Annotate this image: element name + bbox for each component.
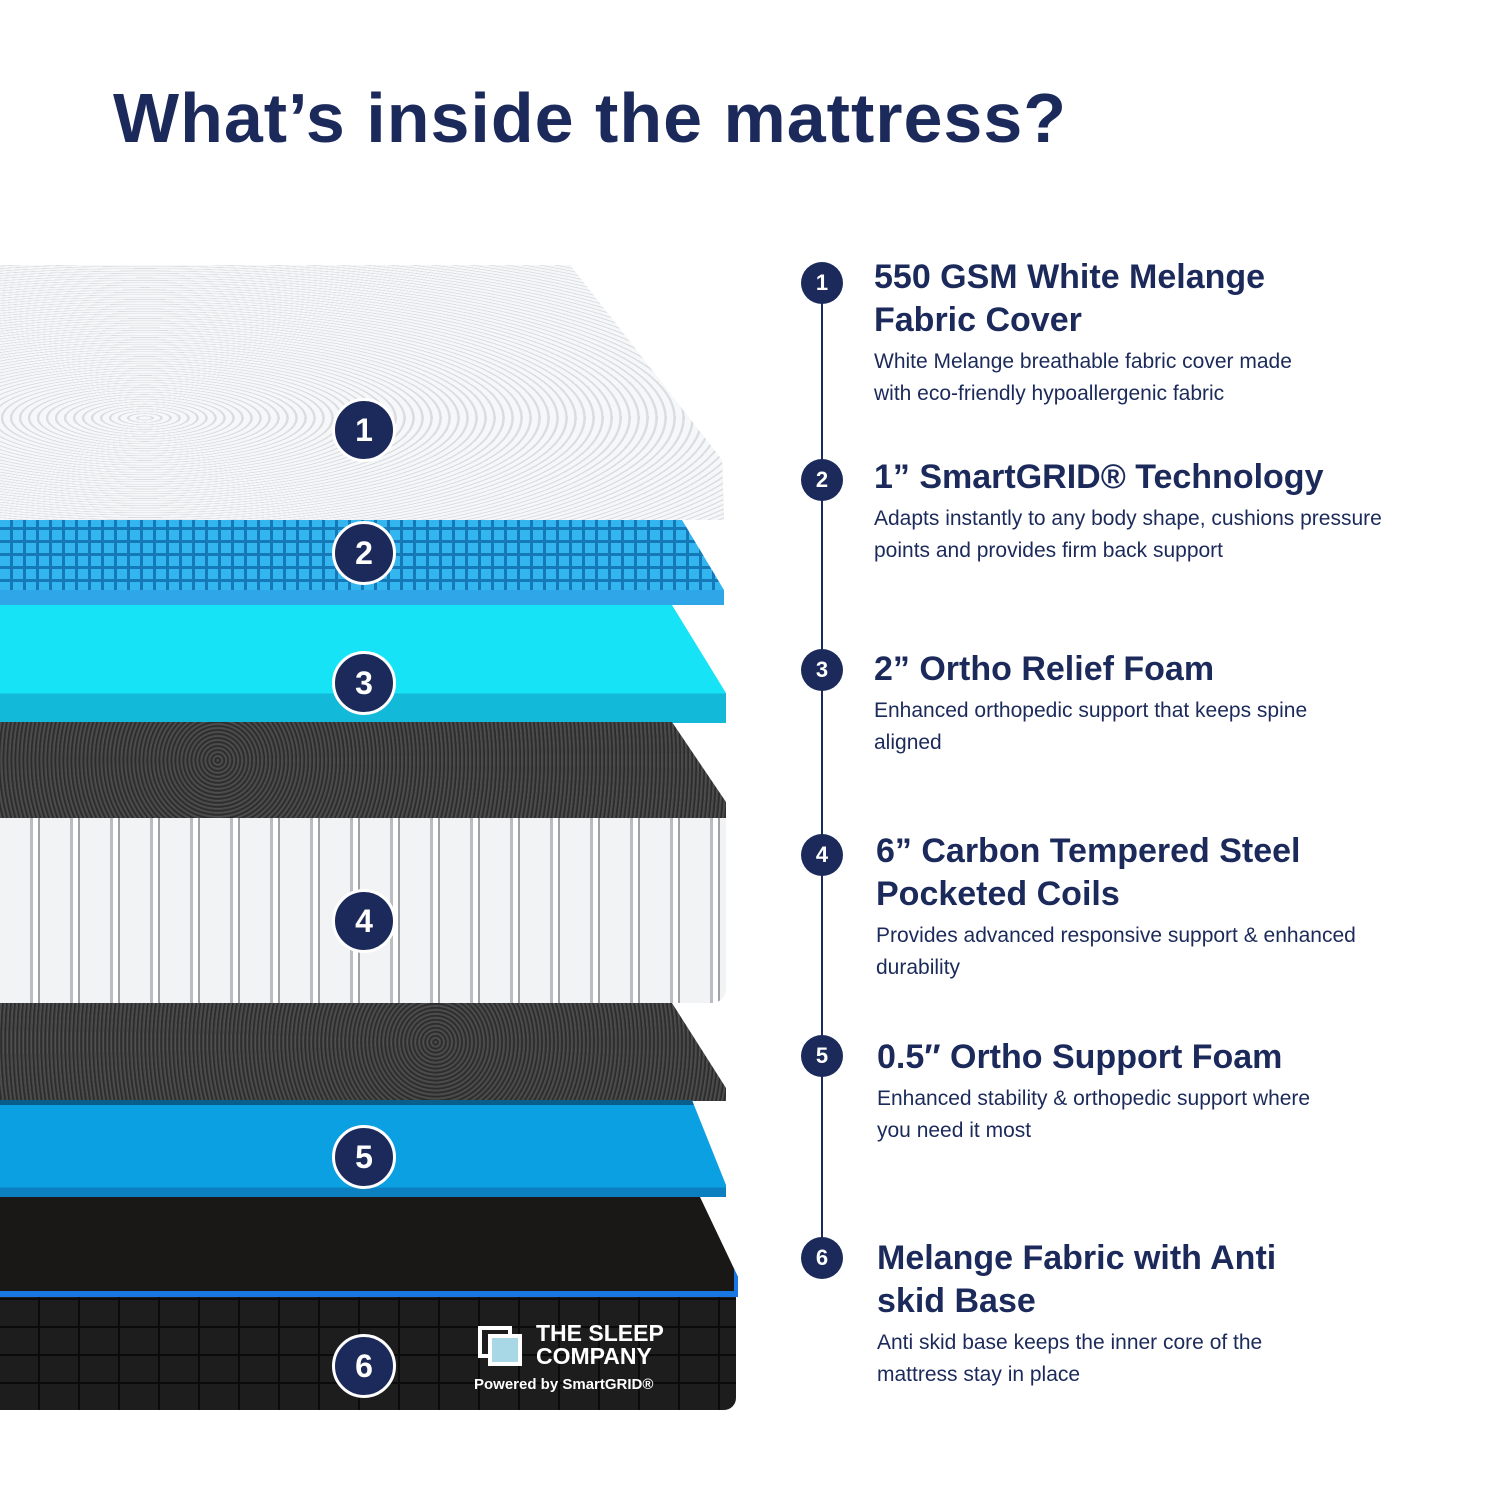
- step-number-4: 4: [801, 834, 843, 876]
- layer-description: White Melange breathable fabric cover ma…: [874, 350, 1292, 405]
- layer-badge-5: 5: [332, 1125, 396, 1189]
- layer-badge-1: 1: [332, 398, 396, 462]
- layer-info-1: 550 GSM White Melange Fabric Cover White…: [874, 256, 1334, 410]
- layer-description: Adapts instantly to any body shape, cush…: [874, 507, 1382, 562]
- step-number-6: 6: [801, 1237, 843, 1279]
- layer-title: 2” Ortho Relief Foam: [874, 650, 1215, 688]
- layer-title: Melange Fabric with Anti skid Base: [877, 1239, 1277, 1320]
- layer-title: 1” SmartGRID® Technology: [874, 458, 1324, 496]
- logo-powered-by: Powered by SmartGRID®: [474, 1376, 654, 1393]
- layer-felt-top: [0, 722, 726, 818]
- layer-anti-skid-base: [0, 1297, 736, 1410]
- layer-info-6: Melange Fabric with Anti skid Base Anti …: [877, 1237, 1347, 1391]
- layer-info-2: 1” SmartGRID® Technology Adapts instantl…: [874, 456, 1414, 567]
- layer-description: Enhanced stability & orthopedic support …: [877, 1087, 1311, 1142]
- step-number-1: 1: [801, 262, 843, 304]
- layer-info-5: 0.5″ Ortho Support Foam Enhanced stabili…: [877, 1036, 1347, 1147]
- logo-mark-icon: [478, 1326, 522, 1366]
- layer-title: 550 GSM White Melange Fabric Cover: [874, 258, 1266, 339]
- layer-description: Provides advanced responsive support & e…: [876, 924, 1356, 979]
- layer-badge-4: 4: [332, 889, 396, 953]
- layer-badge-2: 2: [332, 521, 396, 585]
- layer-title: 6” Carbon Tempered Steel Pocketed Coils: [876, 832, 1301, 913]
- step-number-3: 3: [801, 649, 843, 691]
- timeline-line: [821, 285, 823, 1260]
- layer-base-top: [0, 1197, 738, 1297]
- page-title: What’s inside the mattress?: [113, 79, 1068, 157]
- layer-description: Enhanced orthopedic support that keeps s…: [874, 699, 1308, 754]
- layer-fabric-cover: [0, 265, 724, 520]
- layer-description: Anti skid base keeps the inner core of t…: [877, 1331, 1263, 1386]
- step-number-5: 5: [801, 1035, 843, 1077]
- layer-info-3: 2” Ortho Relief Foam Enhanced orthopedic…: [874, 648, 1344, 759]
- layer-title: 0.5″ Ortho Support Foam: [877, 1038, 1283, 1076]
- layer-info-4: 6” Carbon Tempered Steel Pocketed Coils …: [876, 830, 1356, 984]
- layer-badge-3: 3: [332, 651, 396, 715]
- step-number-2: 2: [801, 459, 843, 501]
- layer-smartgrid-edge: [0, 590, 724, 605]
- layer-felt-bottom: [0, 1003, 726, 1101]
- layer-badge-6: 6: [332, 1334, 396, 1398]
